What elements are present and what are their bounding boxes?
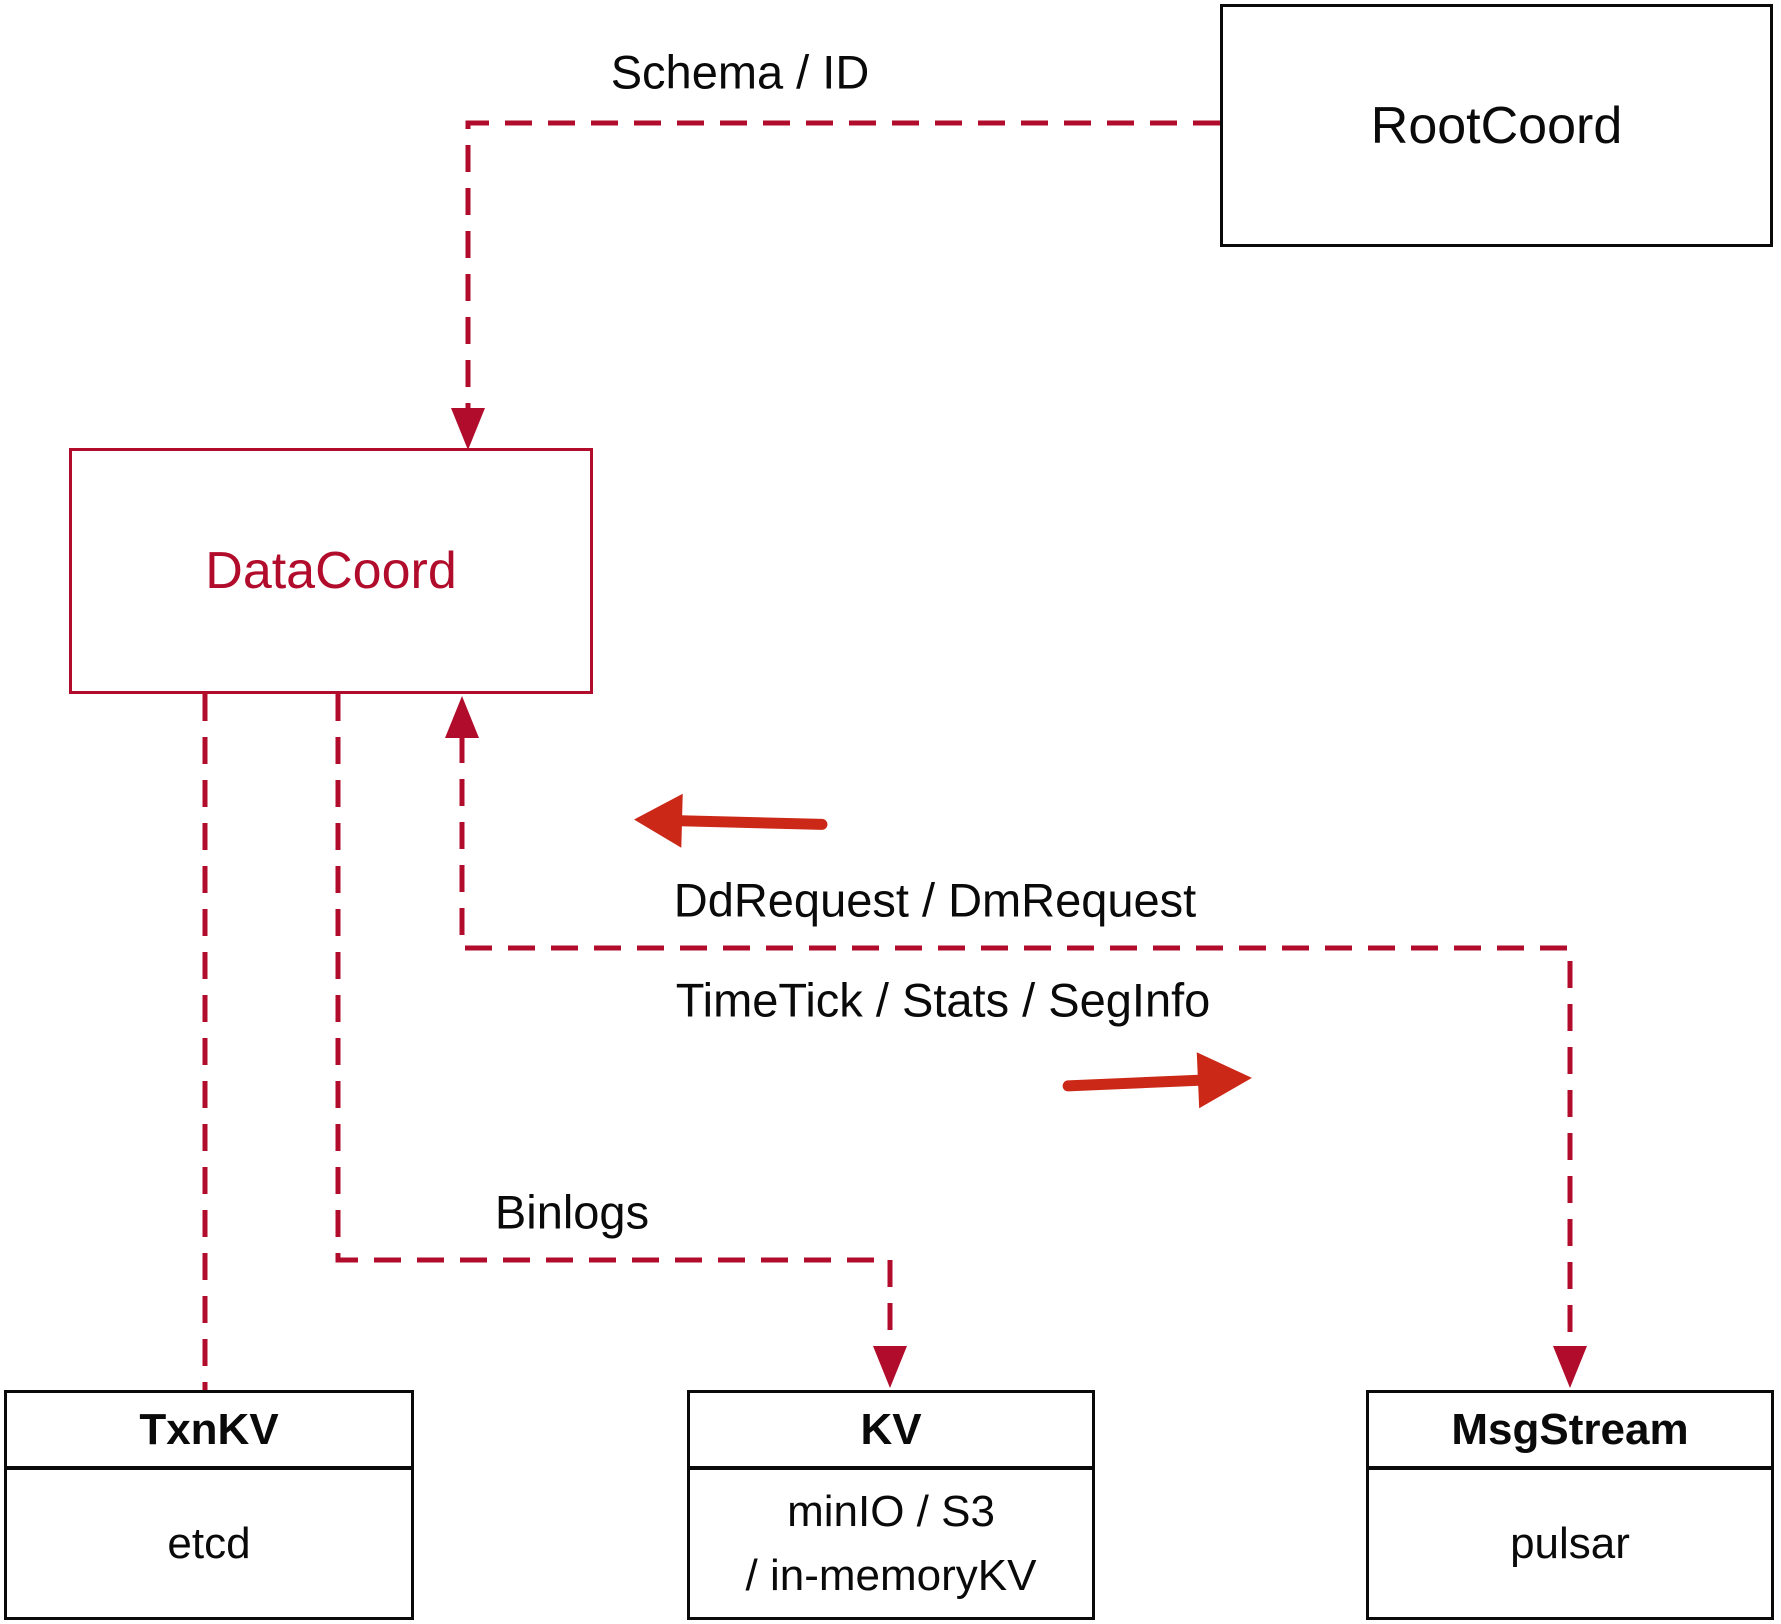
edge-ddrequest-timetick-line	[459, 736, 1573, 1350]
node-txnkv-title: TxnKV	[7, 1393, 411, 1470]
node-datacoord: DataCoord	[69, 448, 593, 694]
arrowhead-timetick-down-icon	[1553, 1346, 1587, 1388]
left-direction-arrow-icon	[634, 793, 828, 848]
node-datacoord-label: DataCoord	[205, 542, 457, 600]
node-kv-body-line1: minIO / S3	[787, 1486, 995, 1536]
edge-label-binlogs: Binlogs	[494, 1185, 650, 1239]
edge-schema-id-line	[465, 120, 1220, 410]
node-kv: KV minIO / S3 / in-memoryKV	[687, 1390, 1095, 1620]
node-kv-body-line2: / in-memoryKV	[745, 1550, 1037, 1600]
node-rootcoord-label: RootCoord	[1370, 96, 1623, 155]
right-direction-arrow-icon	[1062, 1052, 1252, 1109]
node-msgstream: MsgStream pulsar	[1366, 1390, 1774, 1620]
arrowhead-binlogs-down-icon	[873, 1346, 907, 1388]
node-txnkv-body: etcd	[167, 1518, 251, 1568]
node-msgstream-body: pulsar	[1510, 1518, 1630, 1568]
node-kv-title: KV	[690, 1393, 1092, 1470]
edge-label-ddrequest: DdRequest / DmRequest	[673, 873, 1197, 927]
node-msgstream-title: MsgStream	[1369, 1393, 1771, 1470]
edge-label-timetick: TimeTick / Stats / SegInfo	[675, 973, 1211, 1027]
arrowhead-schema-id-down-icon	[451, 408, 485, 450]
edge-binlogs-line	[335, 694, 893, 1350]
node-rootcoord: RootCoord	[1220, 4, 1773, 247]
arrowhead-ddrequest-up-icon	[445, 696, 479, 738]
edge-label-schema-id: Schema / ID	[610, 45, 870, 99]
node-txnkv: TxnKV etcd	[4, 1390, 414, 1620]
